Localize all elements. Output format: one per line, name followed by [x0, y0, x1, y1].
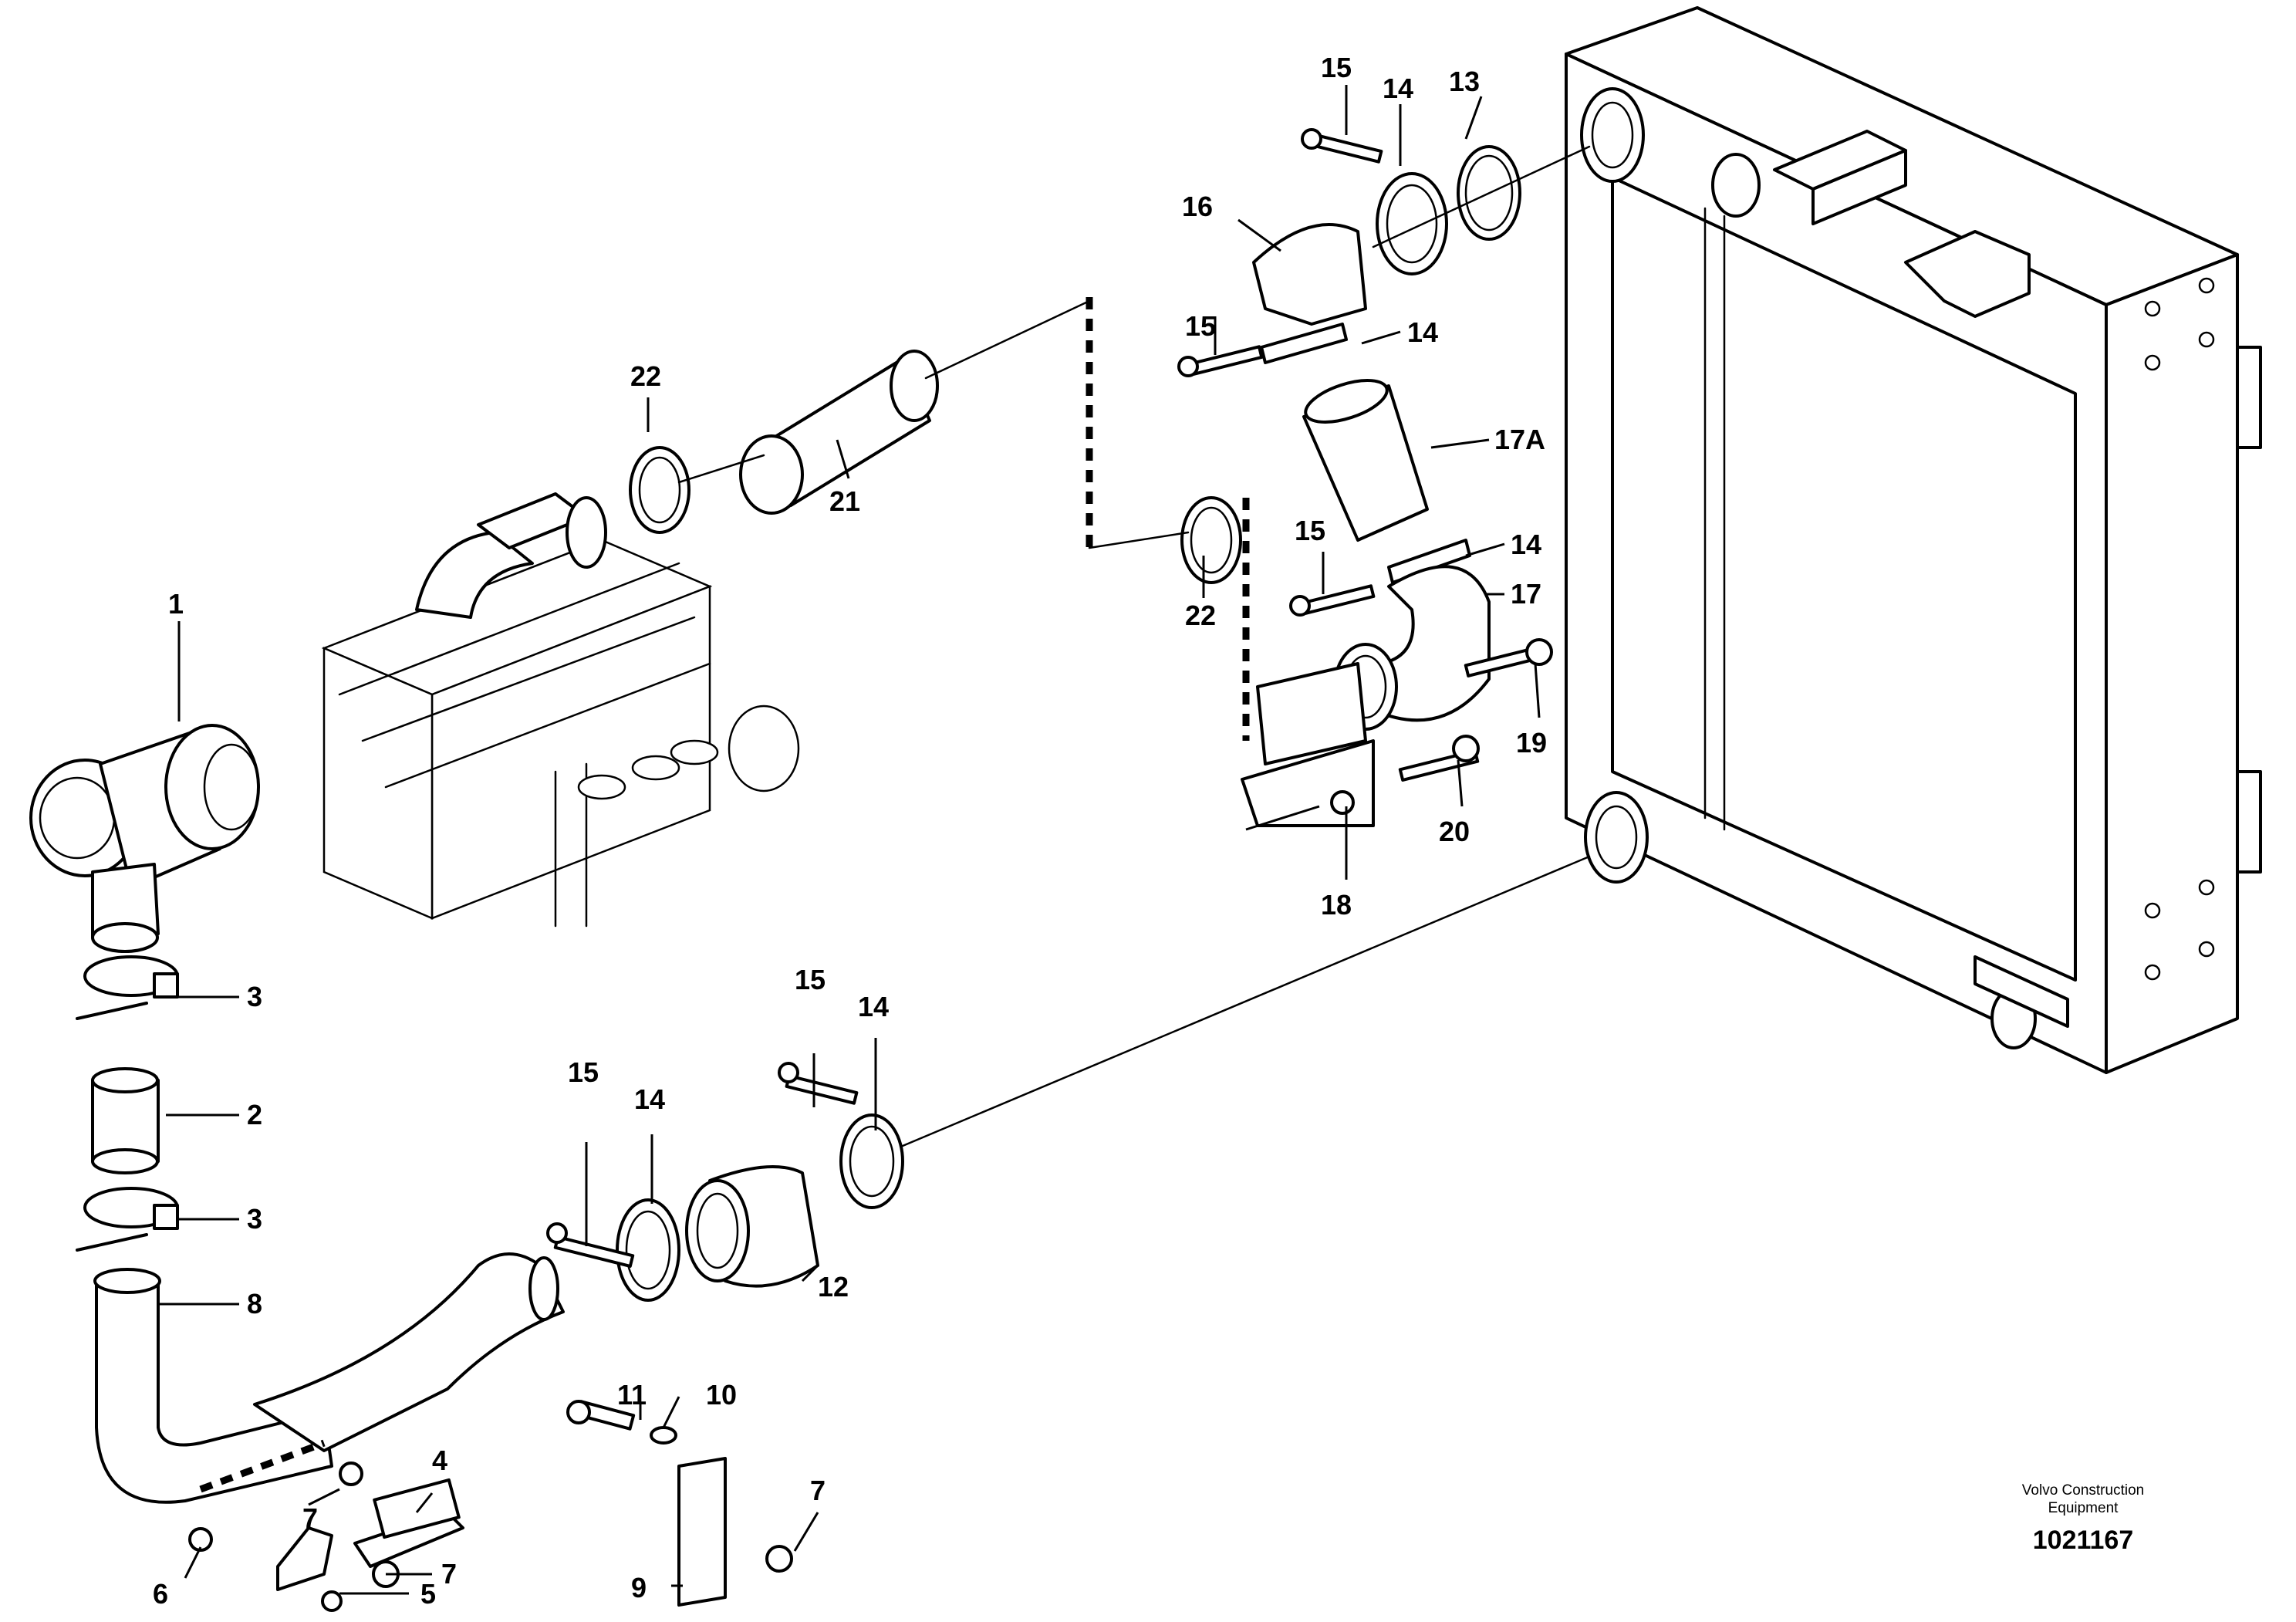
upper-hose-set	[629, 128, 1591, 827]
callout-7-mid: 7	[441, 1558, 457, 1590]
callout-20: 20	[1439, 816, 1470, 847]
callout-14-low: 14	[1511, 529, 1541, 560]
turbo-inlet-group	[29, 724, 565, 1504]
charge-air-cooler	[1565, 6, 2262, 1074]
callout-6: 6	[153, 1578, 168, 1610]
callout-15-lower-left: 15	[568, 1056, 599, 1088]
callout-18: 18	[1321, 889, 1352, 921]
callout-2: 2	[247, 1099, 262, 1130]
callout-4: 4	[432, 1445, 447, 1476]
callout-7-right: 7	[810, 1475, 826, 1506]
callout-11: 11	[617, 1379, 647, 1411]
callout-21: 21	[829, 485, 860, 517]
callout-22-right: 22	[1185, 600, 1216, 631]
callout-12: 12	[818, 1271, 849, 1303]
callout-15-mid: 15	[1185, 310, 1216, 342]
callout-1: 1	[168, 588, 184, 620]
callout-17A: 17A	[1494, 424, 1545, 455]
callout-16: 16	[1182, 191, 1213, 222]
callout-3-lower: 3	[247, 1203, 262, 1235]
callout-10: 10	[706, 1379, 737, 1411]
footer: Volvo Construction Equipment 1021167	[2022, 1482, 2144, 1555]
brand-line-2: Equipment	[2048, 1500, 2119, 1516]
callout-17: 17	[1511, 578, 1541, 610]
callout-leaders	[158, 85, 1541, 1595]
engine-block-outline	[321, 492, 800, 928]
callout-5: 5	[420, 1578, 436, 1610]
callout-15-low: 15	[1295, 515, 1325, 546]
callout-14-lower-left: 14	[634, 1083, 665, 1115]
lower-hose-set	[546, 855, 1591, 1302]
callout-3-upper: 3	[247, 981, 262, 1012]
callout-15-lower-right: 15	[795, 964, 826, 995]
brand-line-1: Volvo Construction	[2022, 1482, 2144, 1499]
callout-22-left: 22	[630, 360, 661, 392]
callout-labels: 1 3 2 3 8 4 7 7 6 5 11 10 7 9 12 15 14 1…	[153, 52, 1547, 1610]
callout-15-top: 15	[1321, 52, 1352, 83]
callout-19: 19	[1516, 727, 1547, 759]
callout-8: 8	[247, 1288, 262, 1320]
callout-14-lower-right: 14	[858, 991, 889, 1022]
callout-7-left: 7	[302, 1502, 318, 1534]
document-number: 1021167	[2033, 1526, 2134, 1555]
callout-13: 13	[1449, 66, 1480, 97]
callout-14-top: 14	[1383, 73, 1413, 104]
callout-14-mid: 14	[1407, 316, 1438, 348]
callout-9: 9	[631, 1572, 647, 1603]
